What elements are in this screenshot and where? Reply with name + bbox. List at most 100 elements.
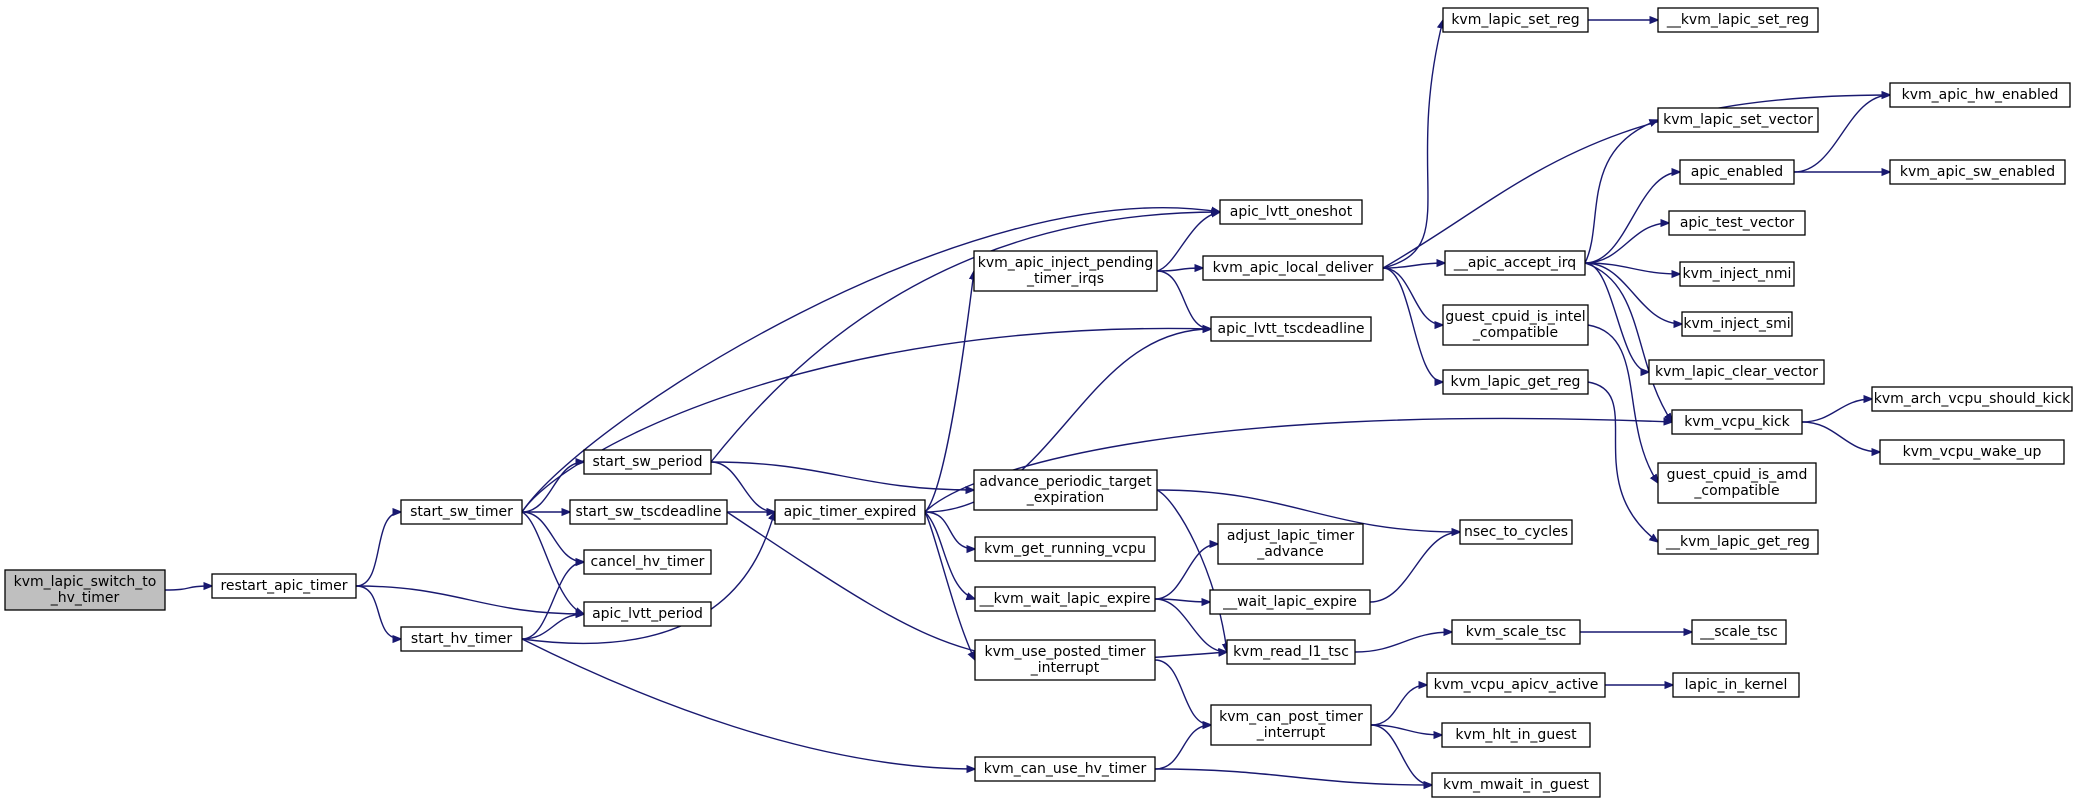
node-kvm-vcpu-apicv-active[interactable]: kvm_vcpu_apicv_active	[1426, 672, 1606, 698]
node-label: _advance	[1256, 544, 1324, 560]
node-kvm-arch-vcpu-should-kick[interactable]: kvm_arch_vcpu_should_kick	[1871, 386, 2073, 412]
edge-n17-n22	[1382, 20, 1443, 269]
node-kvm-apic-sw-enabled[interactable]: kvm_apic_sw_enabled	[1889, 159, 2066, 185]
edge-n1-n2	[355, 512, 401, 587]
node-label: _compatible	[1472, 325, 1558, 341]
node-label: __scale_tsc	[1699, 624, 1778, 640]
node-kvm-can-post-timer-interrupt[interactable]: kvm_can_post_timer_interrupt	[1210, 704, 1372, 746]
node-label: kvm_apic_inject_pending	[978, 255, 1153, 271]
node-label: restart_apic_timer	[220, 578, 347, 594]
node-label: _compatible	[1693, 483, 1779, 499]
node-label: kvm_vcpu_wake_up	[1903, 444, 2042, 460]
node-box	[1671, 409, 1803, 435]
node-start-sw-timer[interactable]: start_sw_timer	[400, 499, 523, 525]
node-kvm-lapic-clear-vector[interactable]: kvm_lapic_clear_vector	[1648, 359, 1825, 385]
node-kvm-inject-smi[interactable]: kvm_inject_smi	[1681, 311, 1793, 337]
edge-n23-n39	[1584, 262, 1672, 422]
node-guest-cpuid-is-intel-compatible[interactable]: guest_cpuid_is_intel_compatible	[1442, 304, 1589, 346]
node-start-hv-timer[interactable]: start_hv_timer	[400, 626, 523, 652]
edge-n21-n28	[1370, 685, 1427, 726]
node-kvm-vcpu-wake-up[interactable]: kvm_vcpu_wake_up	[1879, 439, 2065, 465]
node-apic-lvtt-period[interactable]: apic_lvtt_period	[583, 601, 712, 627]
node-kvm-can-use-hv-timer[interactable]: kvm_can_use_hv_timer	[974, 756, 1156, 782]
node-box	[1210, 704, 1372, 746]
node-label: _timer_irqs	[1026, 271, 1104, 287]
node-kvm-hlt-in-guest[interactable]: kvm_hlt_in_guest	[1441, 722, 1591, 748]
node-box	[1459, 519, 1573, 545]
edge-n3-n16	[521, 638, 975, 769]
node-guest-cpuid-is-amd-compatible[interactable]: guest_cpuid_is_amd_compatible	[1657, 462, 1817, 504]
node-label: guest_cpuid_is_intel	[1445, 309, 1585, 325]
node-restart-apic-timer[interactable]: restart_apic_timer	[211, 573, 357, 599]
node-label: kvm_lapic_switch_to	[14, 574, 157, 590]
node-label: kvm_vcpu_kick	[1684, 414, 1790, 430]
edge-n3-n6	[521, 562, 584, 640]
node-label: start_sw_period	[593, 454, 703, 470]
edge-n21-n30	[1370, 724, 1432, 785]
node-label: kvm_get_running_vcpu	[984, 541, 1146, 557]
node-kvm-get-running-vcpu[interactable]: kvm_get_running_vcpu	[974, 536, 1156, 562]
node-label: start_sw_timer	[410, 504, 513, 520]
node-kvm-apic-local-deliver[interactable]: kvm_apic_local_deliver	[1202, 255, 1384, 281]
edge-n23-n37	[1584, 262, 1682, 324]
node-box	[974, 536, 1156, 562]
edge-n14-n20	[1154, 598, 1227, 652]
node-label: start_sw_tscdeadline	[575, 504, 721, 520]
node-label: kvm_apic_hw_enabled	[1902, 87, 2059, 103]
node-box	[1668, 210, 1806, 236]
node-apic-lvtt-tscdeadline[interactable]: apic_lvtt_tscdeadline	[1210, 316, 1372, 342]
node-wait-lapic-expire[interactable]: __wait_lapic_expire	[1209, 589, 1371, 615]
edge-n10-n39	[924, 418, 1672, 513]
node-kvm-lapic-set-reg[interactable]: __kvm_lapic_set_reg	[1657, 7, 1819, 33]
node-start-sw-tscdeadline[interactable]: start_sw_tscdeadline	[569, 499, 728, 525]
node-apic-enabled[interactable]: apic_enabled	[1679, 159, 1795, 185]
node-label: kvm_scale_tsc	[1466, 624, 1567, 640]
edge-n10-n13	[924, 511, 975, 549]
node-label: __kvm_lapic_get_reg	[1665, 534, 1810, 550]
node-apic-test-vector[interactable]: apic_test_vector	[1668, 210, 1806, 236]
node-kvm-lapic-get-reg[interactable]: __kvm_lapic_get_reg	[1657, 529, 1819, 555]
node-scale-tsc[interactable]: __scale_tsc	[1691, 619, 1787, 645]
node-kvm-inject-nmi[interactable]: kvm_inject_nmi	[1679, 261, 1795, 287]
node-apic-lvtt-oneshot[interactable]: apic_lvtt_oneshot	[1219, 199, 1363, 225]
node-box	[583, 449, 712, 475]
node-box	[1681, 311, 1793, 337]
node-kvm-vcpu-kick[interactable]: kvm_vcpu_kick	[1671, 409, 1803, 435]
node-advance-periodic-target-expiration[interactable]: advance_periodic_target_expiration	[973, 469, 1158, 511]
node-kvm-lapic-set-vector[interactable]: kvm_lapic_set_vector	[1657, 107, 1819, 133]
node-lapic-in-kernel[interactable]: lapic_in_kernel	[1672, 672, 1800, 698]
node-label: kvm_apic_local_deliver	[1213, 260, 1374, 276]
node-label: __apic_accept_irq	[1453, 255, 1576, 271]
node-label: nsec_to_cycles	[1464, 524, 1568, 540]
node-kvm-lapic-switch-to-hv-timer[interactable]: kvm_lapic_switch_to_hv_timer	[4, 569, 166, 611]
node-box	[1210, 316, 1372, 342]
node-kvm-wait-lapic-expire[interactable]: __kvm_wait_lapic_expire	[974, 586, 1156, 612]
node-adjust-lapic-timer-advance[interactable]: adjust_lapic_timer_advance	[1217, 523, 1364, 565]
node-label: kvm_lapic_get_reg	[1451, 374, 1581, 390]
edge-n2-n9	[521, 328, 1211, 513]
node-nsec-to-cycles[interactable]: nsec_to_cycles	[1459, 519, 1573, 545]
node-cancel-hv-timer[interactable]: cancel_hv_timer	[583, 549, 712, 575]
edges	[164, 20, 1890, 785]
node-kvm-lapic-set-reg[interactable]: kvm_lapic_set_reg	[1442, 7, 1589, 33]
edge-n4-n12	[710, 461, 974, 490]
node-box	[1657, 462, 1817, 504]
node-kvm-apic-inject-pending-timer-irqs[interactable]: kvm_apic_inject_pending_timer_irqs	[973, 250, 1158, 292]
node-label: kvm_use_posted_timer	[985, 644, 1146, 660]
edge-n39-n46	[1801, 421, 1880, 452]
node-apic-timer-expired[interactable]: apic_timer_expired	[774, 499, 926, 525]
edge-n23-n36	[1584, 262, 1680, 274]
node-kvm-mwait-in-guest[interactable]: kvm_mwait_in_guest	[1431, 772, 1601, 798]
node-label: apic_lvtt_oneshot	[1230, 204, 1353, 220]
node-apic-accept-irq[interactable]: __apic_accept_irq	[1444, 250, 1586, 276]
node-kvm-scale-tsc[interactable]: kvm_scale_tsc	[1451, 619, 1581, 645]
node-box	[1672, 672, 1800, 698]
node-kvm-use-posted-timer-interrupt[interactable]: kvm_use_posted_timer_interrupt	[974, 639, 1156, 681]
node-box	[1442, 304, 1589, 346]
node-label: kvm_mwait_in_guest	[1443, 777, 1590, 793]
node-box	[1219, 199, 1363, 225]
node-kvm-apic-hw-enabled[interactable]: kvm_apic_hw_enabled	[1889, 82, 2071, 108]
node-kvm-read-l1-tsc[interactable]: kvm_read_l1_tsc	[1226, 639, 1356, 665]
node-start-sw-period[interactable]: start_sw_period	[583, 449, 712, 475]
node-kvm-lapic-get-reg[interactable]: kvm_lapic_get_reg	[1442, 369, 1589, 395]
